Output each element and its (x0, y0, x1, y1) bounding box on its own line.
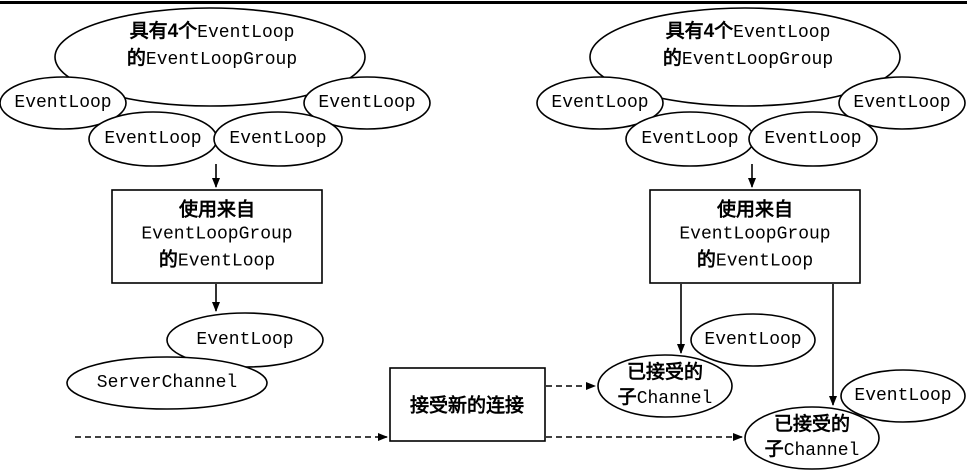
use-box-left-line3-code: EventLoop (177, 251, 276, 272)
child1-line2: 子Channel (618, 385, 713, 412)
use-eventloop-box-left (111, 189, 323, 284)
eventloop-label-left-bottom: EventLoop (196, 330, 294, 350)
accepted-child-channel-ellipse-2 (744, 406, 880, 470)
eventloop-label-right-bottom-1: EventLoop (704, 330, 802, 350)
eventloop-label-left-1: EventLoop (14, 93, 112, 113)
eventloop-ellipse-right-bottom-1 (690, 313, 816, 367)
use-box-right-line3-cn: 的 (696, 249, 716, 271)
eventloop-label-left-3: EventLoop (229, 129, 327, 149)
use-box-right-line3-code: EventLoop (715, 251, 814, 272)
child2-line1: 已接受的 (773, 414, 851, 435)
eventloop-label-left-2: EventLoop (104, 129, 202, 149)
group-label-left-line1-code: EventLoop (197, 23, 295, 43)
eventloop-ellipse-right-3 (748, 111, 878, 167)
eventloop-label-right-1: EventLoop (551, 93, 649, 113)
eventloop-label-right-2: EventLoop (641, 129, 739, 149)
use-box-right-line1: 使用来自 (716, 199, 794, 221)
group-label-left-line2-code: EventLoopGroup (145, 50, 298, 70)
child1-line2-cn: 子 (617, 387, 637, 408)
group-label-right-line2-cn: 的 (662, 48, 682, 69)
use-box-label-left: 使用来自 EventLoopGroup 的EventLoop (141, 198, 292, 275)
eventloop-ellipse-right-1 (536, 76, 664, 130)
eventloop-label-left-4: EventLoop (318, 93, 416, 113)
eventloop-ellipse-right-bottom-2 (840, 369, 966, 423)
child-channel-label-1: 已接受的 子Channel (618, 360, 713, 412)
accepted-child-channel-ellipse-1 (597, 354, 733, 418)
child2-line2: 子Channel (765, 437, 860, 464)
group-label-right-line1-code: EventLoop (733, 23, 831, 43)
use-box-right-line3: 的EventLoop (679, 248, 830, 275)
use-box-left-line1: 使用来自 (178, 199, 256, 221)
group-label-left-line2-cn: 的 (126, 48, 146, 69)
group-label-left-line1: 具有4个EventLoop (127, 19, 297, 46)
serverchannel-label: ServerChannel (96, 373, 238, 393)
child1-line1: 已接受的 (626, 362, 704, 383)
eventloopgroup-ellipse-right (589, 7, 901, 107)
use-box-left-line3-cn: 的 (158, 249, 178, 271)
eventloop-ellipse-left-1 (0, 76, 127, 130)
eventloop-label-right-bottom-2: EventLoop (854, 386, 952, 406)
serverchannel-ellipse (66, 356, 268, 410)
eventloop-label-right-3: EventLoop (764, 129, 862, 149)
group-label-right-line1-cn: 具有4个 (665, 21, 734, 42)
use-box-left-line3: 的EventLoop (141, 248, 292, 275)
eventloop-ellipse-right-4 (838, 76, 966, 130)
child-channel-label-2: 已接受的 子Channel (765, 412, 860, 464)
group-label-right: 具有4个EventLoop 的EventLoopGroup (663, 19, 833, 73)
child2-line2-code: Channel (783, 441, 860, 461)
accept-connection-box (389, 367, 546, 442)
use-box-label-right: 使用来自 EventLoopGroup 的EventLoop (679, 198, 830, 275)
child1-line2-code: Channel (636, 389, 713, 409)
eventloop-label-right-4: EventLoop (853, 93, 951, 113)
group-label-left-line1-cn: 具有4个 (129, 21, 198, 42)
use-box-left-line2: EventLoopGroup (141, 224, 293, 245)
group-label-left-line2: 的EventLoopGroup (127, 46, 297, 73)
group-label-right-line1: 具有4个EventLoop (663, 19, 833, 46)
child2-line2-cn: 子 (764, 439, 784, 460)
use-eventloop-box-right (649, 189, 861, 284)
eventloopgroup-ellipse-left (54, 7, 366, 107)
group-label-left: 具有4个EventLoop 的EventLoopGroup (127, 19, 297, 73)
use-box-right-line2: EventLoopGroup (679, 224, 831, 245)
eventloop-ellipse-left-4 (303, 76, 431, 130)
accept-box-label: 接受新的连接 (409, 395, 525, 417)
group-label-right-line2: 的EventLoopGroup (663, 46, 833, 73)
eventloop-ellipse-left-3 (213, 111, 343, 167)
group-label-right-line2-code: EventLoopGroup (681, 50, 834, 70)
